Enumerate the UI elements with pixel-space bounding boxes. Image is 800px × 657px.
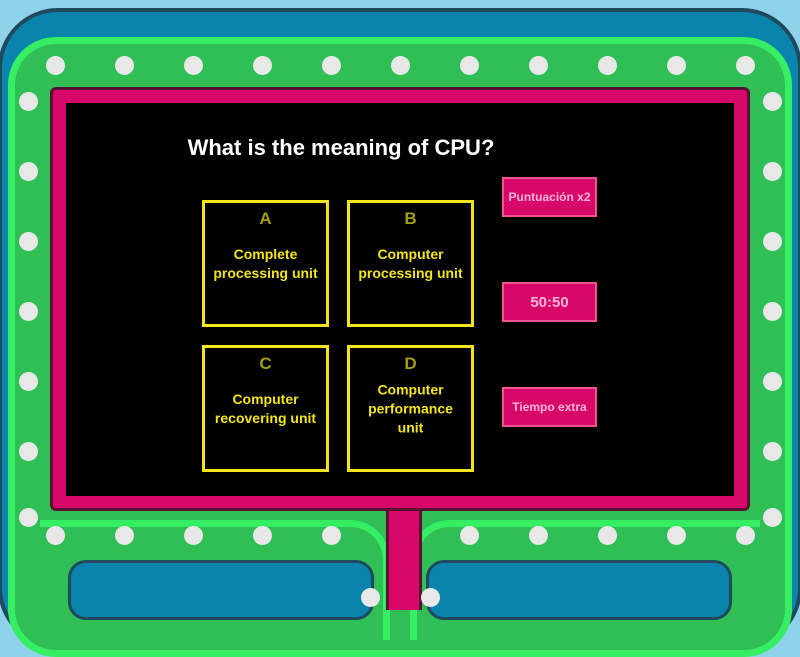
light-dot bbox=[763, 372, 782, 391]
light-dot bbox=[598, 526, 617, 545]
answer-d[interactable]: D Computer performance unit bbox=[347, 345, 474, 472]
answer-letter: C bbox=[259, 354, 272, 373]
light-dot bbox=[667, 56, 686, 75]
answer-text: Complete processing unit bbox=[213, 245, 318, 281]
light-dot bbox=[763, 92, 782, 111]
light-dot bbox=[253, 526, 272, 545]
extra-time-button[interactable]: Tiempo extra bbox=[502, 387, 597, 427]
light-dot bbox=[460, 526, 479, 545]
fifty-fifty-button[interactable]: 50:50 bbox=[502, 282, 597, 322]
light-dot bbox=[421, 588, 440, 607]
light-dot bbox=[46, 56, 65, 75]
light-dot bbox=[19, 372, 38, 391]
light-dot bbox=[763, 302, 782, 321]
light-dot bbox=[184, 526, 203, 545]
light-dot bbox=[763, 232, 782, 251]
light-dot bbox=[46, 526, 65, 545]
light-dot bbox=[19, 442, 38, 461]
answer-c[interactable]: C Computer recovering unit bbox=[202, 345, 329, 472]
light-dot bbox=[322, 56, 341, 75]
light-dot bbox=[115, 56, 134, 75]
light-dot bbox=[361, 588, 380, 607]
light-dot bbox=[763, 162, 782, 181]
answer-letter: B bbox=[404, 209, 417, 228]
light-dot bbox=[19, 302, 38, 321]
light-dot bbox=[322, 526, 341, 545]
light-dot bbox=[460, 56, 479, 75]
light-dot bbox=[115, 526, 134, 545]
answer-b[interactable]: B Computer processing unit bbox=[347, 200, 474, 327]
light-dot bbox=[736, 56, 755, 75]
game-screen bbox=[66, 103, 734, 496]
answer-letter: A bbox=[259, 209, 272, 228]
light-dot bbox=[19, 162, 38, 181]
answer-a[interactable]: A Complete processing unit bbox=[202, 200, 329, 327]
blue-panel-bottom-right bbox=[426, 560, 732, 620]
light-dot bbox=[184, 56, 203, 75]
answer-letter: D bbox=[404, 354, 417, 373]
answer-text: Computer processing unit bbox=[358, 245, 463, 281]
answer-text: Computer recovering unit bbox=[214, 390, 317, 426]
light-dot bbox=[19, 508, 38, 527]
light-dot bbox=[391, 56, 410, 75]
double-score-button[interactable]: Puntuación x2 bbox=[502, 177, 597, 217]
light-dot bbox=[763, 442, 782, 461]
light-dot bbox=[19, 232, 38, 251]
light-dot bbox=[667, 526, 686, 545]
light-dot bbox=[736, 526, 755, 545]
light-dot bbox=[763, 508, 782, 527]
question-text: What is the meaning of CPU? bbox=[187, 135, 495, 160]
light-dot bbox=[529, 526, 548, 545]
light-dot bbox=[598, 56, 617, 75]
light-dot bbox=[19, 92, 38, 111]
answer-text: Computer performance unit bbox=[368, 381, 453, 435]
light-dot bbox=[529, 56, 548, 75]
light-dot bbox=[253, 56, 272, 75]
blue-panel-bottom-left bbox=[68, 560, 374, 620]
